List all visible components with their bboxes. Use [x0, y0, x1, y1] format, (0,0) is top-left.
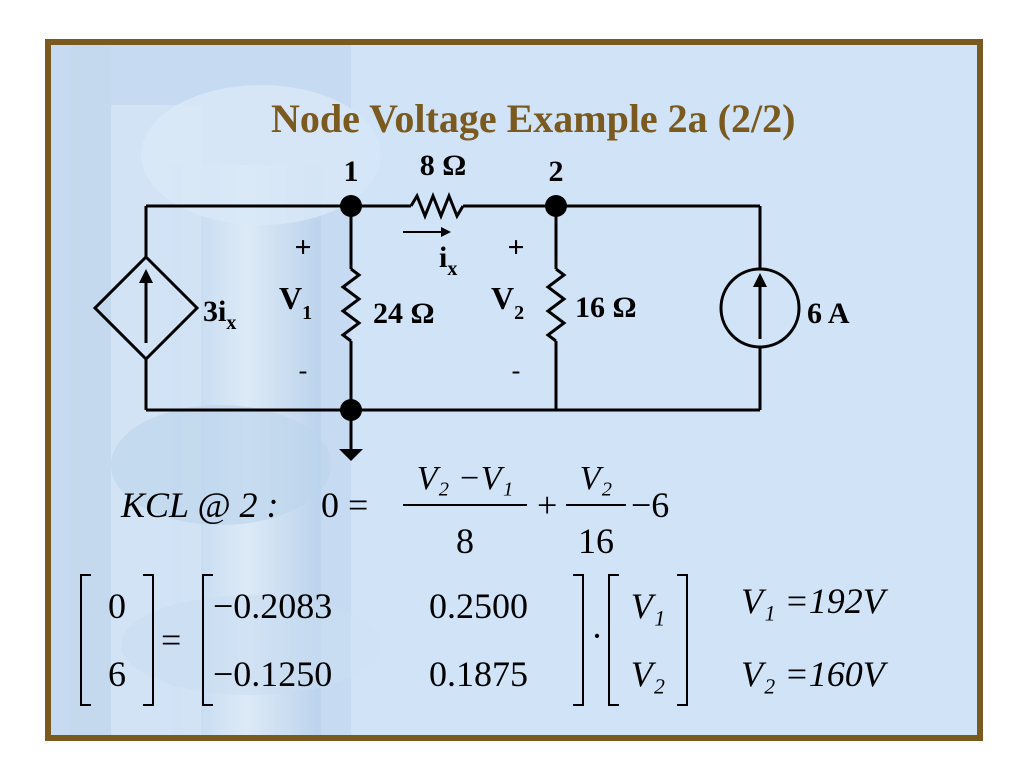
slide-title: Node Voltage Example 2a (2/2): [271, 96, 796, 141]
matrix-equation: 0 6 = −0.2083 0.2500 −0.1250 0.1875 · V₁…: [80, 574, 889, 706]
column-background-image: [51, 45, 977, 735]
circuit-wires: [144, 191, 762, 449]
node-2-dot: [545, 195, 567, 217]
current-arrow-icon: [441, 227, 451, 237]
lhs-row-2: 6: [108, 654, 126, 694]
node-1-dot: [340, 195, 362, 217]
dot-operator: ·: [591, 616, 603, 656]
dependent-current-source: [92, 254, 200, 362]
ground-node-dot: [340, 399, 362, 421]
coef-r1c2: 0.2500: [429, 586, 528, 626]
kcl-plus: +: [537, 485, 557, 525]
lhs-row-1: 0: [108, 586, 126, 626]
resistor-16-label: 16 Ω: [575, 291, 637, 324]
kcl-den1: 8: [456, 521, 474, 561]
current-source-label: 6 A: [807, 297, 850, 330]
resistor-24-label: 24 Ω: [373, 297, 435, 330]
v1-label: V1: [279, 280, 312, 324]
kcl-den2: 16: [578, 521, 614, 561]
kcl-tail: −6: [631, 485, 669, 525]
v2-label: V2: [491, 280, 524, 324]
result-v1: V₁ =192V: [741, 581, 889, 621]
coef-r2c2: 0.1875: [429, 654, 528, 694]
var-v2: V₂: [631, 654, 666, 694]
ground-icon: [339, 449, 363, 461]
result-v2: V₂ =160V: [741, 654, 889, 694]
v1-minus: -: [299, 356, 308, 385]
circuit-diagram: 1 2 8 Ω ix 3ix + V1 - 24 Ω + V2 - 16 Ω 6…: [80, 149, 889, 706]
var-v1: V₁: [631, 586, 666, 626]
kcl-num1: V₂ −V₁: [417, 460, 514, 497]
v1-plus: +: [294, 231, 311, 264]
coef-r1c1: −0.2083: [213, 586, 332, 626]
current-source: [719, 267, 801, 349]
resistor-8-label: 8 Ω: [420, 149, 467, 182]
coef-r2c1: −0.1250: [213, 654, 332, 694]
v2-minus: -: [512, 356, 521, 385]
node-2-label: 2: [549, 155, 564, 188]
kcl-equation: KCL @ 2 : 0 = V₂ −V₁ 8 + V₂ 16 −6: [120, 460, 669, 561]
kcl-num2: V₂: [580, 460, 613, 497]
node-1-label: 1: [344, 155, 359, 188]
kcl-lhs: 0 =: [321, 485, 368, 525]
v2-plus: +: [507, 231, 524, 264]
dependent-source-label: 3ix: [203, 295, 236, 334]
kcl-prefix: KCL @ 2 :: [120, 485, 279, 525]
slide: Node Voltage Example 2a (2/2): [45, 39, 983, 741]
ix-label: ix: [439, 241, 457, 280]
equals-sign: =: [161, 620, 181, 660]
